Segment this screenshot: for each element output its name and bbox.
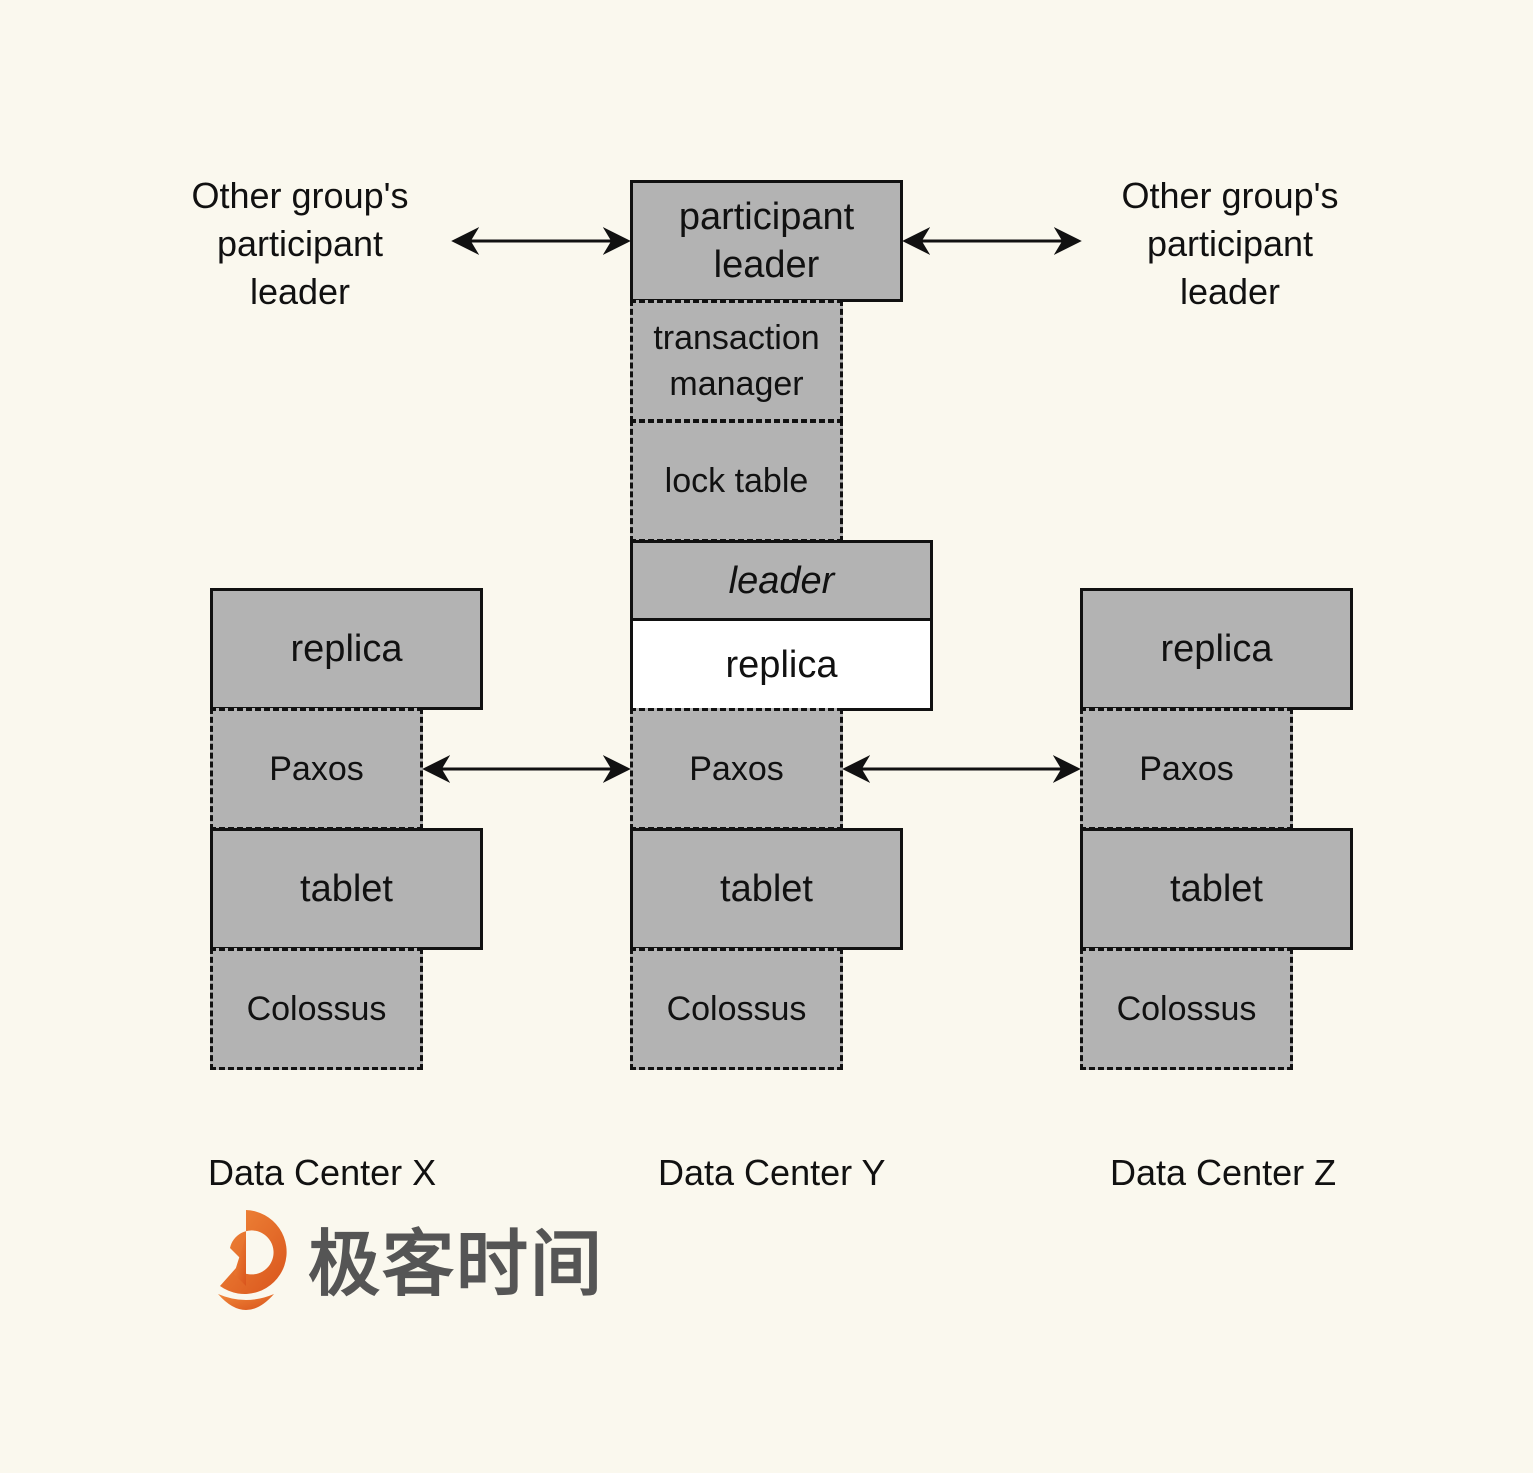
right-other-leader-label: Other group's participant leader	[1121, 175, 1339, 312]
left-replica-box: replica	[210, 588, 483, 710]
right-colossus-box: Colossus	[1080, 948, 1293, 1070]
center-paxos-box: Paxos	[630, 708, 843, 830]
lock-table-box: lock table	[630, 420, 843, 542]
data-center-x-label: Data Center X	[208, 1152, 437, 1193]
geektime-logo-text: 极客时间	[308, 1225, 605, 1305]
data-center-z-label: Data Center Z	[1110, 1152, 1337, 1193]
center-colossus-box: Colossus	[630, 948, 843, 1070]
left-tablet-box: tablet	[210, 828, 483, 950]
transaction-manager-box: transaction manager	[630, 300, 843, 422]
right-replica-box: replica	[1080, 588, 1353, 710]
participant-leader-box: participant leader	[630, 180, 903, 302]
left-colossus-box: Colossus	[210, 948, 423, 1070]
geektime-logo-icon	[218, 1209, 287, 1310]
right-tablet-box: tablet	[1080, 828, 1353, 950]
data-center-y-label: Data Center Y	[658, 1152, 886, 1193]
left-other-leader-label: Other group's participant leader	[191, 175, 409, 312]
left-paxos-box: Paxos	[210, 708, 423, 830]
geektime-watermark: 极客时间	[200, 1205, 604, 1310]
leader-box: leader	[630, 540, 933, 621]
